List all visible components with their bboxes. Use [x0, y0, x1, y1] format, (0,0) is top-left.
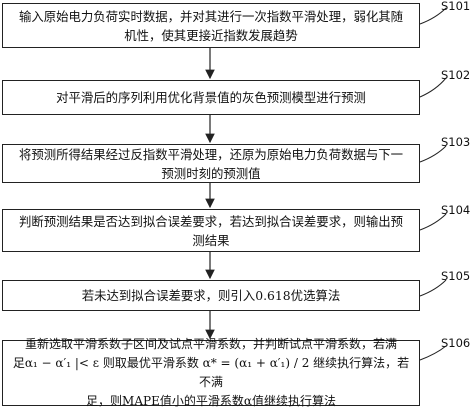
step-s104-line-1: 判断预测结果是否达到拟合误差要求，若达到拟合误差要求，则输出预	[18, 213, 404, 229]
step-box-s105: 若未达到拟合误差要求，则引入0.618优选算法	[2, 280, 420, 311]
label-s101: S101	[441, 0, 471, 13]
leader-s103	[419, 145, 447, 163]
step-s106-line-3: 足，则MAPE值小的平滑系数α值继续执行算法	[86, 394, 336, 408]
step-s103-line-2: 预测时刻的预测值	[161, 165, 261, 181]
label-s104: S104	[441, 203, 471, 217]
step-s104-line-2: 测结果	[192, 232, 230, 248]
leader-s102	[419, 77, 447, 98]
label-s105: S105	[441, 269, 471, 283]
step-s102-line-1: 对平滑后的序列利用优化背景值的灰色预测模型进行预测	[56, 90, 366, 105]
leader-s104	[419, 213, 447, 231]
leader-s101	[419, 7, 447, 25]
step-s101-line-1: 输入原始电力负荷实时数据，并对其进行一次指数平滑处理，弱化其随	[18, 8, 404, 24]
step-box-s101: 输入原始电力负荷实时数据，并对其进行一次指数平滑处理，弱化其随 机性，使其更接近…	[2, 3, 420, 48]
step-s105-line-1: 若未达到拟合误差要求，则引入0.618优选算法	[81, 288, 341, 303]
step-box-s103: 将预测所得结果经过反指数平滑处理，还原为原始电力负荷数据与下一 预测时刻的预测值	[2, 144, 420, 183]
step-s101-line-2: 机性，使其更接近指数发展趋势	[124, 27, 298, 43]
step-box-s102: 对平滑后的序列利用优化背景值的灰色预测模型进行预测	[2, 80, 420, 115]
step-box-s106: 重新选取平滑系数子区间及试点平滑系数，并判断试点平滑系数，若满 足α₁ − α′…	[2, 337, 420, 408]
step-box-s104: 判断预测结果是否达到拟合误差要求，若达到拟合误差要求，则输出预 测结果	[2, 209, 420, 252]
step-s103-line-1: 将预测所得结果经过反指数平滑处理，还原为原始电力负荷数据与下一	[18, 146, 404, 162]
leader-s105	[419, 279, 447, 297]
label-s102: S102	[441, 68, 471, 82]
step-s106-line-2: 足α₁ − α′₁ |< ε 则取最优平滑系数 α* = (α₁ + α′₁) …	[12, 356, 410, 389]
step-s106-line-1: 重新选取平滑系数子区间及试点平滑系数，并判断试点平滑系数，若满	[24, 337, 397, 351]
label-s106: S106	[441, 336, 471, 350]
leader-s106	[419, 345, 447, 361]
label-s103: S103	[441, 135, 471, 149]
